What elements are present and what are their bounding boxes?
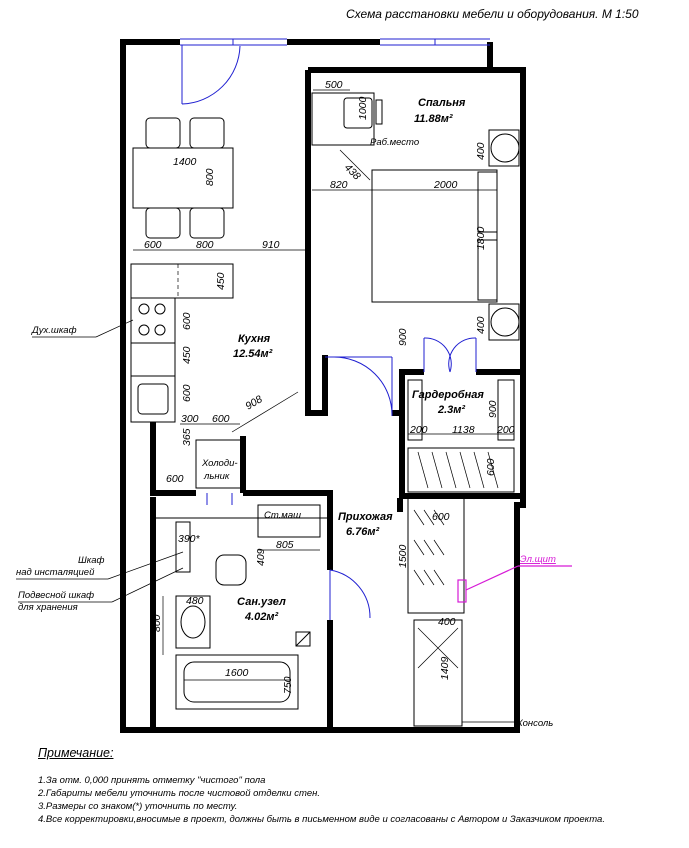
bathroom-area: 4.02м² <box>244 611 279 623</box>
dim-800-bath: 800 <box>151 614 163 632</box>
dim-1800: 1800 <box>475 226 487 250</box>
item-labels: Дух.шкаф Холоди- льник Раб.место Ст.маш … <box>16 137 556 729</box>
dimensions: 500 1000 400 438 1400 800 820 2000 1800 … <box>133 79 515 694</box>
dim-1409: 1409 <box>439 656 451 680</box>
drawing-title: Схема расстановки мебели и оборудования.… <box>346 7 639 21</box>
washer-label: Ст.маш <box>264 510 301 521</box>
install-cabinet-label-1: Шкаф <box>78 555 105 566</box>
dim-200-left: 200 <box>409 424 428 436</box>
panel-label: Эл.щит <box>520 554 556 565</box>
room-labels: Спальня 11.88м² Кухня 12.54м² Гардеробна… <box>233 97 484 623</box>
dim-1138: 1138 <box>452 424 475 436</box>
note-2: 2.Габариты мебели уточнить после чистово… <box>38 788 321 799</box>
storage-cabinet-label-2: для хранения <box>18 602 78 613</box>
note-4: 4.Все корректировки,вносимые в проект, д… <box>38 814 605 825</box>
fridge-label-2: льник <box>203 471 230 482</box>
dim-500: 500 <box>325 79 343 91</box>
console-label: Консоль <box>517 718 553 729</box>
hallway-area: 6.76м² <box>346 526 380 538</box>
wardrobe-furniture <box>407 379 515 493</box>
storage-cabinet-label-1: Подвесной шкаф <box>18 590 94 601</box>
dim-820: 820 <box>330 179 348 191</box>
dim-400-bottom: 400 <box>475 316 487 334</box>
dim-1600: 1600 <box>225 667 249 679</box>
dim-900-bed: 900 <box>397 328 409 346</box>
dim-450-top: 450 <box>215 272 227 290</box>
note-1: 1.За отм. 0,000 принять отметку "чистого… <box>38 775 266 786</box>
dim-805: 805 <box>276 539 294 551</box>
dim-600-sink: 600 <box>181 384 193 402</box>
dim-900-wardrobe: 900 <box>487 400 499 418</box>
dim-400-top: 400 <box>475 142 487 160</box>
bedroom-area: 11.88м² <box>414 113 453 125</box>
dim-365: 365 <box>181 428 193 446</box>
hallway-furniture <box>407 497 572 727</box>
bathroom-name: Сан.узел <box>237 596 286 608</box>
dim-600-fridge-top: 600 <box>212 413 230 425</box>
dim-600-wardrobe: 600 <box>485 458 497 476</box>
dim-600-hall: 600 <box>432 511 450 523</box>
dim-300: 300 <box>181 413 199 425</box>
dim-400-console: 400 <box>438 616 456 628</box>
dim-910: 910 <box>262 239 280 251</box>
dim-750: 750 <box>282 676 294 694</box>
dim-450-sink: 450 <box>181 346 193 364</box>
bedroom-name: Спальня <box>418 97 466 109</box>
dim-908: 908 <box>243 393 264 412</box>
dim-600-stove: 600 <box>181 312 193 330</box>
notes-heading: Примечание: <box>38 746 114 760</box>
hallway-name: Прихожая <box>338 511 393 523</box>
dim-600-fridge: 600 <box>166 473 184 485</box>
bedroom-furniture <box>311 92 520 341</box>
bathroom-furniture <box>175 504 321 710</box>
workplace-label: Раб.место <box>370 137 419 148</box>
windows <box>180 38 490 105</box>
dim-200-right: 200 <box>496 424 515 436</box>
dim-2000: 2000 <box>433 179 458 191</box>
dim-1000: 1000 <box>357 96 369 120</box>
dim-1400: 1400 <box>173 156 197 168</box>
dim-1500: 1500 <box>397 544 409 568</box>
dim-480: 480 <box>186 595 204 607</box>
wardrobe-area: 2.3м² <box>437 404 465 416</box>
fridge-label-1: Холоди- <box>201 458 238 469</box>
interior-walls <box>150 67 523 730</box>
dim-800-kitchen: 800 <box>196 239 214 251</box>
kitchen-area: 12.54м² <box>233 348 273 360</box>
dim-600-kitchen: 600 <box>144 239 162 251</box>
kitchen-furniture <box>130 117 245 489</box>
dim-800-table: 800 <box>204 168 216 186</box>
kitchen-name: Кухня <box>238 333 271 345</box>
wardrobe-name: Гардеробная <box>412 389 484 401</box>
dim-409: 409 <box>255 548 267 566</box>
note-3: 3.Размеры со знаком(*) уточнить по месту… <box>38 801 238 812</box>
notes-block: Примечание: 1.За отм. 0,000 принять отме… <box>38 746 668 826</box>
install-cabinet-label-2: над инсталяцией <box>16 567 95 578</box>
doors <box>206 337 477 620</box>
oven-label: Дух.шкаф <box>31 325 77 336</box>
dim-390: 390* <box>178 533 201 545</box>
